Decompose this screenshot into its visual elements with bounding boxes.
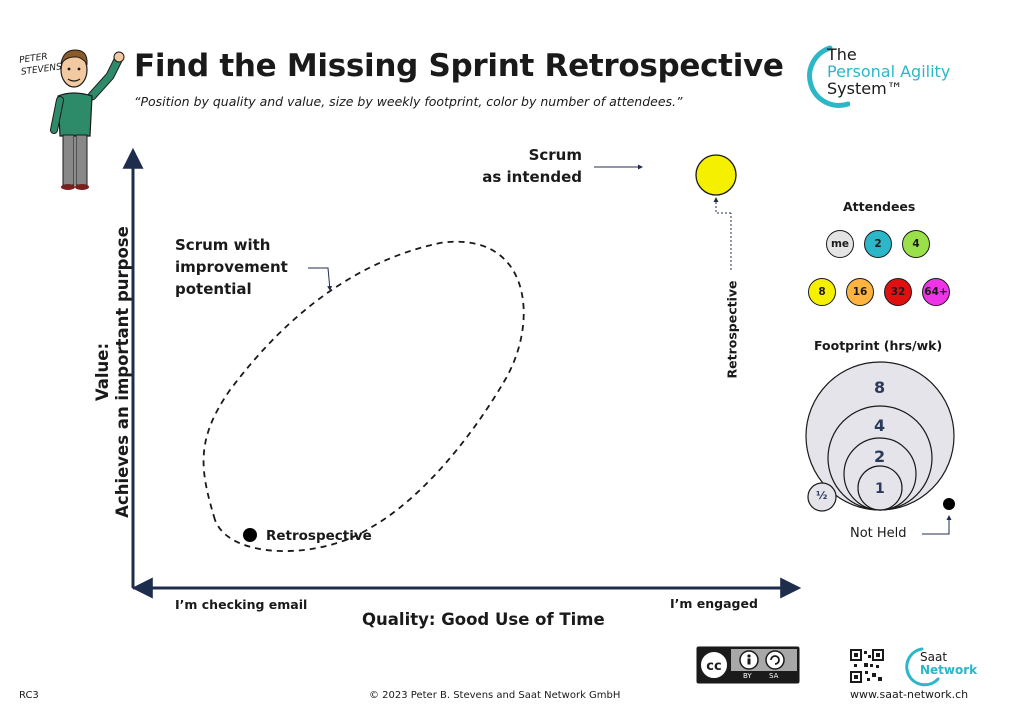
cc-license-badge: cc BY SA — [696, 646, 800, 684]
retrospective-vertical-label: Retrospective — [724, 280, 740, 379]
footprint-legend-circles — [805, 361, 955, 535]
attendees-legend: me 2 4 8 16 32 64+ — [808, 228, 960, 308]
x-axis-right-label: I’m engaged — [670, 596, 758, 611]
saat-line1: Saat — [920, 650, 948, 664]
website-link[interactable]: www.saat-network.ch — [850, 688, 969, 701]
scrum-improvement-line2: improvement — [175, 258, 288, 276]
y-axis-label: Value: Achieves an important purpose — [93, 182, 133, 562]
attendees-legend-title: Attendees — [843, 199, 916, 214]
attendee-dot-me: me — [826, 230, 854, 258]
footprint-label-1: 1 — [875, 481, 885, 497]
logo-arc-icon — [807, 45, 850, 108]
scrum-intended-line2: as intended — [482, 168, 582, 186]
scrum-improvement-line1: Scrum with — [175, 236, 271, 254]
attendee-dot-64plus: 64+ — [922, 278, 950, 306]
footprint-label-half: ½ — [816, 489, 828, 502]
footprint-circle-1 — [857, 465, 903, 511]
attendee-dot-8: 8 — [808, 278, 836, 306]
cc-by-label: BY — [743, 672, 752, 680]
cc-by-sa-icon: cc — [697, 647, 799, 683]
improvement-pointer — [308, 267, 333, 291]
footprint-label-8: 8 — [874, 378, 886, 397]
improvement-region — [202, 240, 525, 552]
logo-line2: Personal Agility — [827, 62, 951, 81]
footprint-legend-title: Footprint (hrs/wk) — [814, 338, 943, 353]
retrospective-point-label: Retrospective — [266, 528, 372, 544]
page-subtitle: “Position by quality and value, size by … — [134, 94, 683, 109]
personal-agility-logo: The Personal Agility System™ — [800, 42, 980, 112]
logo-line1: The — [827, 45, 857, 64]
copyright: © 2023 Peter B. Stevens and Saat Network… — [369, 690, 621, 701]
scrum-improvement-line3: potential — [175, 280, 252, 298]
saat-arc-icon — [905, 647, 940, 687]
saat-network-logo: Saat Network — [900, 645, 980, 687]
qr-code — [850, 649, 884, 683]
x-axis-left-label: I’m checking email — [175, 597, 308, 612]
attendee-dot-16: 16 — [846, 278, 874, 306]
scrum-intended-line1: Scrum — [528, 146, 582, 164]
logo-line3: System™ — [827, 79, 903, 98]
attendee-dot-32: 32 — [884, 278, 912, 306]
saat-line2: Network — [920, 663, 978, 677]
author-illustration: PETER STEVENS — [18, 38, 128, 193]
x-axis-label: Quality: Good Use of Time — [362, 610, 605, 629]
page-code: RC3 — [19, 690, 39, 701]
not-held-label: Not Held — [850, 526, 907, 541]
retrospective-vertical-pointer-elbow — [713, 197, 731, 214]
qr-code-icon — [850, 649, 884, 683]
svg-text:cc: cc — [706, 659, 721, 674]
scrum-intended-label: Scrum as intended — [470, 144, 582, 188]
attendee-dot-2: 2 — [864, 230, 892, 258]
y-axis-label-line2: Achieves an important purpose — [113, 226, 132, 518]
cc-sa-label: SA — [769, 672, 779, 680]
attendee-dot-4: 4 — [902, 230, 930, 258]
scrum-intended-point — [695, 154, 737, 196]
footprint-label-4: 4 — [874, 416, 886, 435]
footprint-label-2: 2 — [874, 447, 886, 466]
scrum-improvement-label: Scrum with improvement potential — [175, 234, 288, 300]
page-title: Find the Missing Sprint Retrospective — [134, 48, 784, 84]
y-axis-label-line1: Value: — [93, 342, 112, 402]
not-held-dot — [943, 498, 955, 510]
not-held-pointer — [922, 515, 952, 535]
footprint-circle-half — [807, 482, 837, 512]
retrospective-point — [243, 528, 257, 542]
